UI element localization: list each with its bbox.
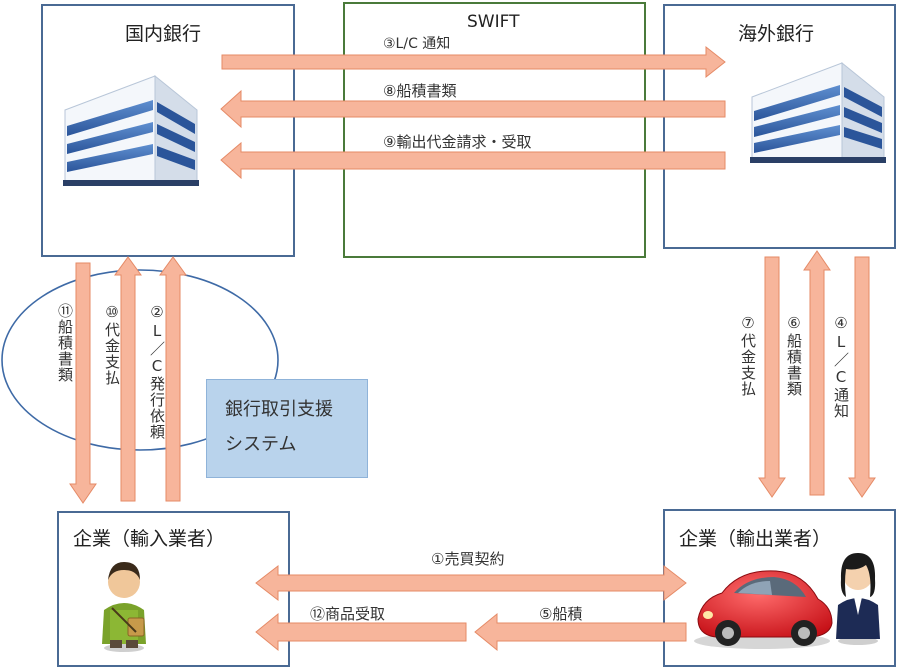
building-icon	[63, 74, 199, 186]
woman-icon	[836, 553, 880, 645]
step-1-label: ①売買契約	[431, 550, 505, 568]
step-11-label: ⑪船積書類	[56, 303, 74, 383]
banking-support-system-box: 銀行取引支援 システム	[206, 379, 368, 478]
arrow-3-lc-notice	[221, 45, 726, 79]
step-9-label: ⑨輸出代金請求・受取	[383, 133, 532, 151]
step-3-label: ③L/C 通知	[383, 36, 451, 52]
step-10-label: ⑩代金支払	[103, 303, 121, 386]
step-6-label: ⑥船積書類	[785, 314, 803, 397]
arrow-8-shipping-docs	[220, 89, 726, 129]
arrow-1-sales-contract	[255, 564, 687, 602]
arrow-5-shipment	[474, 612, 687, 652]
swift-box: SWIFT	[343, 2, 646, 258]
arrow-2-lc-request	[159, 256, 187, 502]
exporter-title: 企業（輸出業者）	[679, 528, 832, 550]
bank-interaction-ellipse	[1, 269, 279, 451]
system-label-line1: 銀行取引支援	[225, 399, 333, 420]
arrow-9-export-claim	[220, 141, 726, 180]
foreign-bank-title: 海外銀行	[738, 23, 815, 45]
arrow-4-lc-notice	[848, 256, 876, 498]
step-5-label: ⑤船積	[539, 605, 583, 623]
building-icon	[750, 61, 886, 163]
step-8-label: ⑧船積書類	[383, 82, 457, 100]
arrow-7-payment	[758, 256, 786, 498]
arrow-12-goods-receipt	[255, 612, 467, 652]
step-12-label: ⑫商品受取	[310, 605, 386, 623]
arrow-6-shipping-docs	[803, 250, 831, 496]
man-with-bag-icon	[102, 562, 146, 652]
swift-title: SWIFT	[467, 12, 520, 32]
importer-box: 企業（輸入業者）	[57, 511, 290, 667]
step-4-label: ④L／C通知	[832, 314, 850, 419]
arrow-10-payment	[114, 256, 142, 502]
red-car-icon	[694, 570, 833, 649]
importer-title: 企業（輸入業者）	[73, 528, 226, 550]
arrow-11-shipping-docs	[69, 262, 97, 504]
step-2-label: ②L／C発行依頼	[148, 303, 166, 440]
system-label-line2: システム	[225, 434, 297, 455]
domestic-bank-title: 国内銀行	[125, 23, 202, 45]
step-7-label: ⑦代金支払	[739, 314, 757, 397]
